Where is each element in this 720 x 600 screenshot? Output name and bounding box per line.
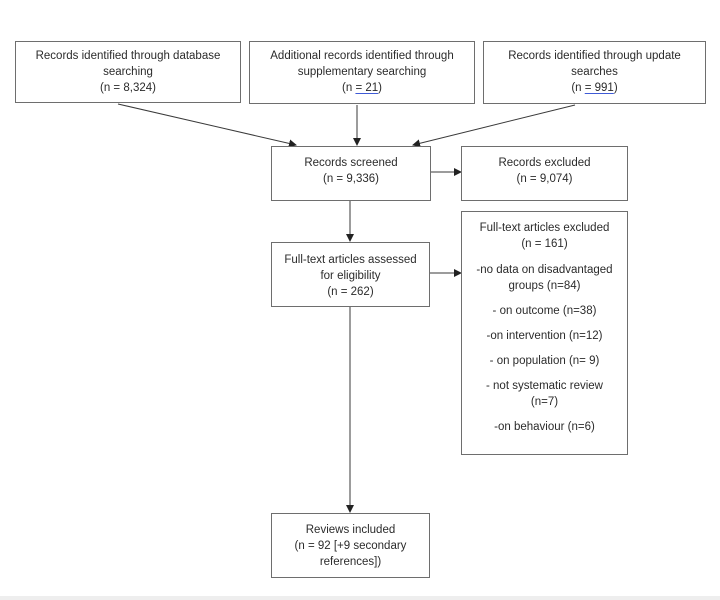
- included-title: Reviews included: [305, 524, 396, 536]
- exclusion-reason-not-review-2: (n=7): [530, 396, 559, 408]
- exclusion-reason-disadvantaged-1: -no data on disadvantaged: [476, 264, 613, 276]
- exclusion-reason-disadvantaged-2: groups (n=84): [508, 280, 581, 292]
- assessed-line-2: for eligibility: [320, 270, 381, 282]
- update-count: (n = 991): [484, 80, 705, 96]
- exclusion-reason-outcome: - on outcome (n=38): [492, 305, 597, 317]
- supplementary-records-box: Additional records identified through su…: [249, 41, 475, 104]
- screened-count: (n = 9,336): [323, 173, 379, 185]
- records-excluded-title: Records excluded: [498, 157, 591, 169]
- database-records-box: Records identified through database sear…: [15, 41, 241, 103]
- assessed-line-1: Full-text articles assessed: [284, 254, 417, 266]
- fulltext-excluded-title: Full-text articles excluded: [479, 222, 610, 234]
- records-excluded-count: (n = 9,074): [516, 173, 573, 185]
- supplementary-count-prefix: (n: [342, 82, 356, 94]
- arrow-update-to-screened: [412, 104, 576, 148]
- update-count-prefix: (n: [571, 82, 585, 94]
- supplementary-count-suffix: ): [378, 82, 382, 94]
- supplementary-line-2: supplementary searching: [297, 66, 427, 78]
- database-line-2: searching: [103, 66, 153, 78]
- supplementary-count-value: = 21: [355, 82, 379, 94]
- exclusion-reason-behaviour: -on behaviour (n=6): [494, 421, 595, 433]
- exclusion-reason-not-review-1: - not systematic review: [486, 380, 603, 392]
- update-line-2: searches: [571, 66, 618, 78]
- screened-title: Records screened: [304, 157, 398, 169]
- records-excluded-box: Records excluded (n = 9,074): [461, 146, 628, 201]
- exclusion-reason-population: - on population (n= 9): [489, 355, 600, 367]
- included-count-cont: references]): [319, 556, 382, 568]
- supplementary-count: (n = 21): [250, 80, 474, 96]
- included-count: (n = 92 [+9 secondary: [294, 540, 407, 552]
- arrow-database-to-screened: [117, 103, 297, 148]
- assessed-count: (n = 262): [327, 286, 374, 298]
- reviews-included-box: Reviews included (n = 92 [+9 secondary r…: [271, 513, 430, 578]
- assessed-box: Full-text articles assessed for eligibil…: [271, 242, 430, 307]
- database-line-1: Records identified through database: [35, 50, 221, 62]
- supplementary-line-1: Additional records identified through: [270, 50, 454, 62]
- update-line-1: Records identified through update: [508, 50, 681, 62]
- exclusion-reason-intervention: -on intervention (n=12): [486, 330, 603, 342]
- fulltext-excluded-count: (n = 161): [521, 238, 568, 250]
- screened-box: Records screened (n = 9,336): [271, 146, 431, 201]
- update-count-value: = 991: [584, 82, 614, 94]
- bottom-divider: [0, 596, 720, 600]
- fulltext-excluded-box: Full-text articles excluded (n = 161) -n…: [461, 211, 628, 455]
- database-count: (n = 8,324): [100, 82, 156, 94]
- update-count-suffix: ): [613, 82, 618, 94]
- update-records-box: Records identified through update search…: [483, 41, 706, 104]
